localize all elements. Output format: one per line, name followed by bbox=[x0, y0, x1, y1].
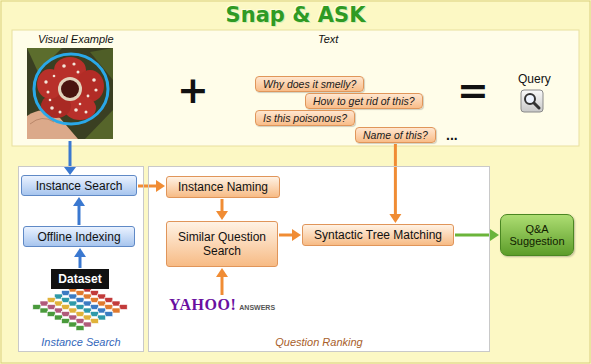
process-box: Similar Question Search bbox=[166, 221, 278, 267]
output-box: Q&A Suggestion bbox=[500, 214, 574, 256]
question-bubble: Is this poisonous? bbox=[255, 110, 355, 126]
flower-photo bbox=[27, 48, 113, 139]
group-panel: Instance SearchInstance SearchOffline In… bbox=[18, 166, 144, 352]
node-text: Similar Question Search bbox=[171, 230, 273, 258]
node-text: Why does it smelly? bbox=[263, 78, 356, 90]
question-bubble: How to get rid of this? bbox=[305, 93, 423, 109]
process-box: Offline Indexing bbox=[23, 226, 135, 247]
arrow-connector bbox=[74, 248, 86, 268]
arrow-connector bbox=[216, 268, 228, 295]
question-bubble: Name of this? bbox=[355, 127, 436, 143]
arrow-connector bbox=[279, 229, 301, 241]
node-text: Name of this? bbox=[363, 129, 428, 141]
node-text: ANSWERS bbox=[239, 304, 275, 311]
image-heading: Visual Example bbox=[38, 33, 114, 45]
panel-fill bbox=[148, 166, 490, 352]
dataset-label: Dataset bbox=[51, 269, 109, 289]
node-text: YAHOO! bbox=[169, 296, 236, 314]
ellipsis: ... bbox=[446, 127, 458, 143]
dataset-mosaic bbox=[33, 284, 127, 331]
node-text: Instance Search bbox=[41, 336, 121, 348]
arrow-connector bbox=[73, 197, 85, 225]
node-text: Instance Naming bbox=[178, 180, 268, 194]
process-box: Syntactic Tree Matching bbox=[302, 224, 454, 246]
query-panel bbox=[12, 30, 579, 146]
node-text: Question Ranking bbox=[275, 336, 362, 348]
arrow-connector bbox=[216, 199, 228, 220]
diagram-title: Snap & ASK bbox=[0, 3, 591, 27]
arrow-connector bbox=[389, 144, 401, 223]
node-text: Syntactic Tree Matching bbox=[314, 228, 442, 242]
node-text: Is this poisonous? bbox=[263, 112, 347, 124]
plus-sign: + bbox=[177, 68, 209, 112]
query-label: Query bbox=[518, 72, 551, 86]
node-text: Offline Indexing bbox=[37, 230, 120, 244]
search-icon bbox=[521, 90, 543, 112]
equals-sign: = bbox=[457, 68, 489, 112]
node-text: How to get rid of this? bbox=[313, 95, 415, 107]
text-heading: Text bbox=[318, 33, 338, 45]
panel-fill bbox=[18, 166, 144, 352]
question-bubble: Why does it smelly? bbox=[255, 76, 364, 92]
node-text: Instance Search bbox=[36, 179, 123, 193]
source-logo: YAHOO!ANSWERS bbox=[162, 296, 281, 320]
image-arrow bbox=[64, 141, 76, 175]
process-box: Instance Search bbox=[21, 175, 137, 196]
arrow-connector bbox=[455, 229, 499, 241]
arrow-connector bbox=[138, 180, 165, 192]
node-text: Dataset bbox=[58, 272, 101, 286]
process-box: Instance Naming bbox=[166, 176, 280, 198]
node-text: Q&A Suggestion bbox=[505, 223, 569, 247]
group-panel: Question Ranking Instance NamingSimilar Q… bbox=[148, 166, 490, 352]
